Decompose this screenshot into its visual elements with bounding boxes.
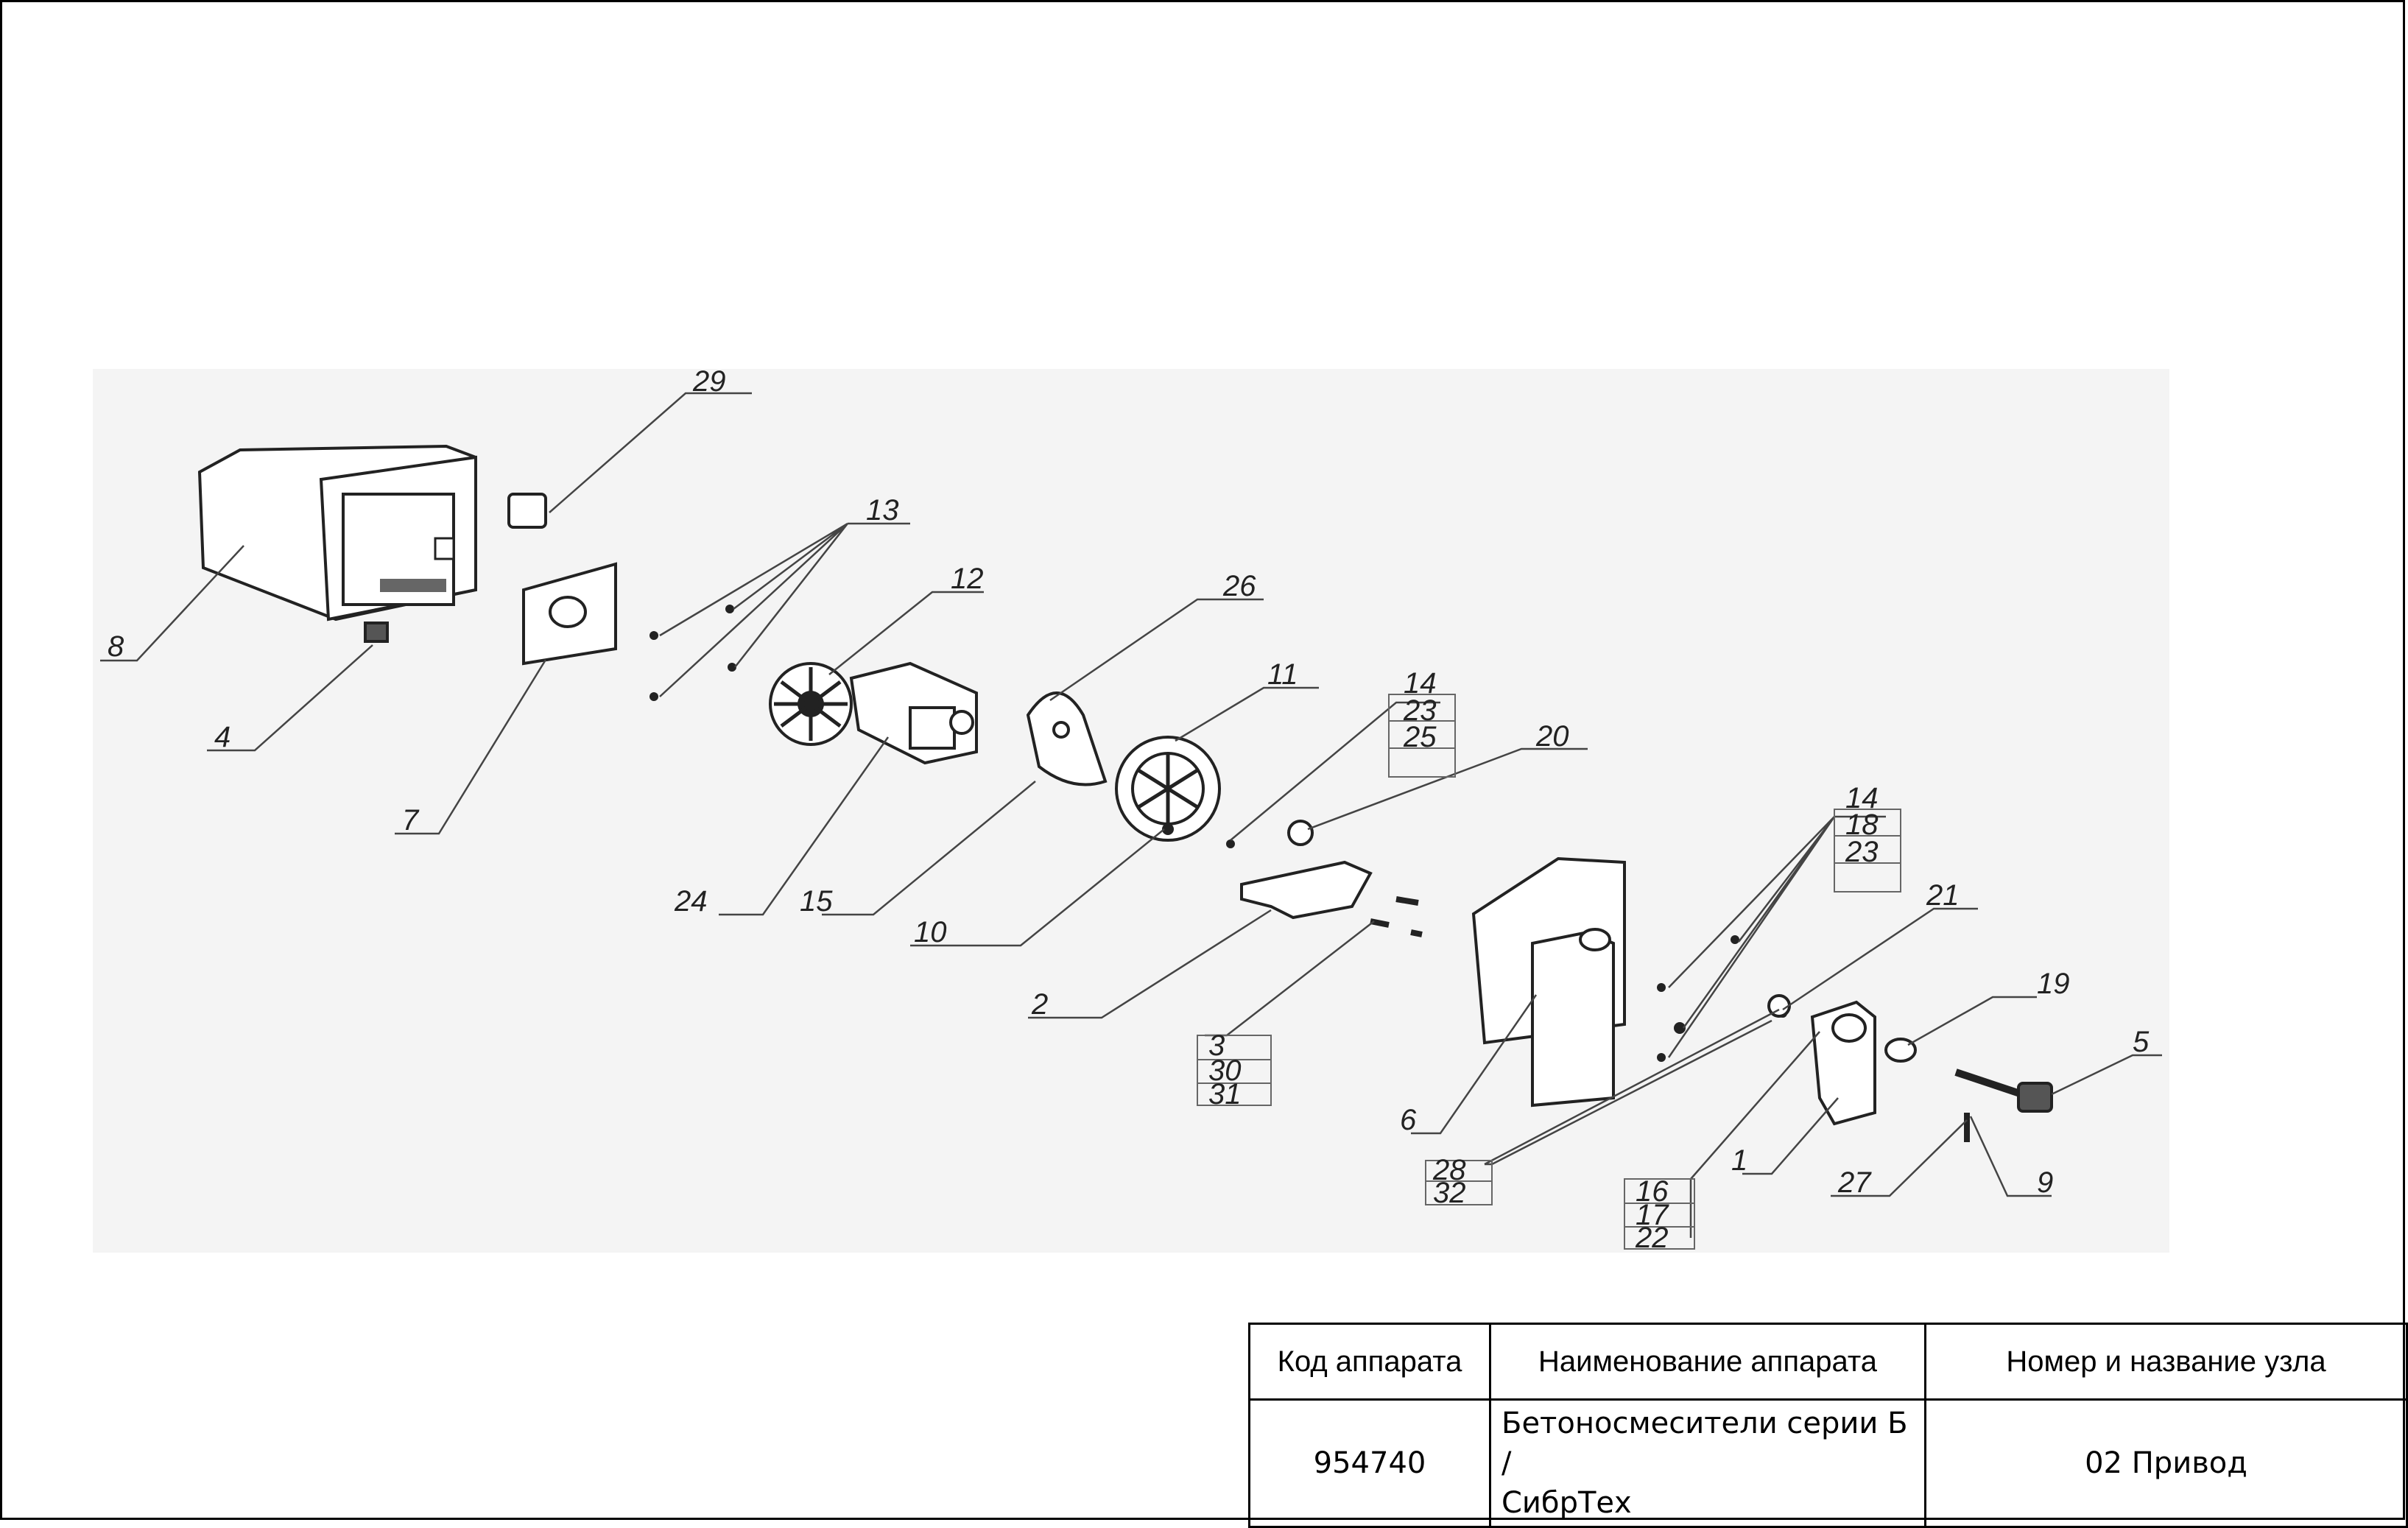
value-name: Бетоносмесители серии Б / СибрТех [1489,1398,1926,1528]
callout-8: 8 [108,630,124,663]
leader-lines [100,392,2162,1238]
callout-9: 9 [2037,1166,2053,1199]
part-13-screws [649,605,736,701]
callout-7: 7 [402,804,420,837]
callout-boxes [1197,694,1901,1250]
header-code: Код аппарата [1248,1323,1491,1401]
callout-23-a: 23 [1403,694,1437,727]
callout-31: 31 [1208,1078,1242,1110]
callout-25: 25 [1403,721,1437,753]
part-3-screws [1370,896,1423,937]
header-name: Наименование аппарата [1489,1323,1926,1401]
callout-18: 18 [1845,809,1879,841]
callout-30: 30 [1208,1055,1242,1087]
callout-20: 20 [1535,720,1569,753]
part-6-mount-plate [1471,856,1626,1108]
part-7-plate [522,562,617,666]
part-29-switch [507,493,547,529]
callout-labels: 29 13 12 26 11 14 23 25 20 8 4 7 24 15 1… [108,369,2150,1253]
part-11-pulley [1115,736,1221,842]
callout-24: 24 [674,885,708,918]
callout-19: 19 [2037,968,2070,1000]
callout-4: 4 [214,721,230,753]
callout-5: 5 [2133,1026,2150,1058]
part-20-bearing [1287,820,1314,846]
value-name-line2: СибрТех [1502,1486,1632,1520]
part-24-motor [849,661,978,765]
part-1-arm [1810,1000,1876,1126]
value-code: 954740 [1248,1398,1491,1528]
part-14-18-23-nuts [1657,935,1787,1062]
callout-22: 22 [1635,1222,1669,1253]
part-5-adjusting-screw [1954,1068,2053,1113]
callout-3: 3 [1208,1029,1225,1062]
title-block-value-row: 954740 Бетоносмесители серии Б / СибрТех… [1248,1398,2408,1528]
callout-11: 11 [1267,658,1298,691]
callout-17: 17 [1636,1199,1669,1231]
callout-21: 21 [1926,879,1960,912]
part-2-bracket [1240,860,1373,920]
callout-13: 13 [866,494,899,527]
title-block: Код аппарата Наименование аппарата Номер… [1248,1323,2408,1528]
callout-14-b: 14 [1845,782,1879,814]
exploded-view-drawing: 29 13 12 26 11 14 23 25 20 8 4 7 24 15 1… [93,369,2169,1253]
part-14-washer [1226,839,1235,848]
callout-14-a: 14 [1404,667,1437,700]
header-node: Номер и название узла [1924,1323,2408,1401]
callout-2: 2 [1031,988,1048,1021]
part-8-housing [197,444,477,643]
callout-26: 26 [1222,570,1256,602]
part-12-fan [769,662,853,746]
value-node: 02 Привод [1924,1398,2408,1528]
callout-16: 16 [1636,1175,1669,1208]
value-name-line1: Бетоносмесители серии Б / [1502,1406,1908,1480]
callout-27: 27 [1837,1166,1872,1199]
callout-1: 1 [1731,1144,1747,1177]
callout-32: 32 [1433,1177,1466,1209]
callout-28: 28 [1432,1154,1466,1186]
callout-10: 10 [914,916,947,948]
part-26-pulley-guard [1026,691,1108,786]
callout-29: 29 [692,369,726,398]
callout-12: 12 [951,563,984,595]
callout-23-b: 23 [1845,836,1879,868]
title-block-header-row: Код аппарата Наименование аппарата Номер… [1248,1323,2408,1401]
callout-15: 15 [800,885,833,918]
exploded-view-svg: 29 13 12 26 11 14 23 25 20 8 4 7 24 15 1… [100,369,2162,1253]
callout-6: 6 [1400,1104,1417,1136]
